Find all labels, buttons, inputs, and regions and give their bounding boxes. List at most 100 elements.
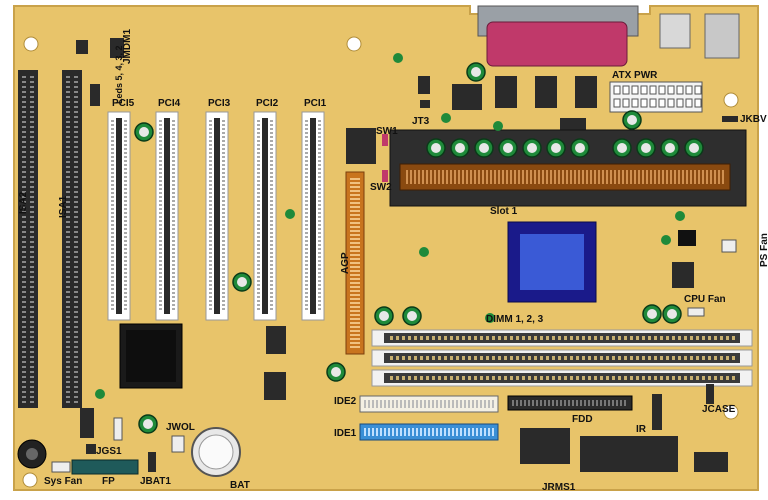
chip (76, 40, 88, 54)
jcase-header[interactable] (706, 384, 714, 404)
pci-pin (111, 264, 114, 266)
isa-pin (22, 346, 26, 348)
jwol-connector[interactable] (171, 435, 185, 453)
pci-pin (111, 224, 114, 226)
ps2-port[interactable] (704, 13, 740, 59)
ps-fan-connector[interactable] (721, 239, 737, 253)
ide-pin (440, 428, 442, 436)
dimm-pin (396, 376, 399, 380)
pci-pin (159, 260, 162, 262)
fdd-pin (584, 400, 586, 406)
dimm-pin (438, 336, 441, 340)
ide-pin (428, 400, 430, 408)
slot1-pin (406, 170, 408, 184)
isa-pin (74, 311, 78, 313)
pci-pin (124, 136, 127, 138)
isa-pin (22, 301, 26, 303)
cpu-fan-connector[interactable] (687, 307, 705, 317)
isa-pin (74, 236, 78, 238)
isa-pin (30, 331, 34, 333)
jt3-header[interactable] (420, 100, 430, 108)
slot1-pin (594, 170, 596, 184)
sys-fan-connector[interactable] (51, 461, 71, 473)
ide-pin (396, 400, 398, 408)
isa-pin (30, 376, 34, 378)
pci-pin (159, 136, 162, 138)
label-ide1: IDE1 (334, 428, 357, 439)
pci-pin (257, 144, 260, 146)
pci-pin (159, 256, 162, 258)
pci-pin (318, 228, 321, 230)
pci-pin (159, 148, 162, 150)
isa-pin (66, 221, 70, 223)
sw1-switch[interactable] (346, 128, 376, 164)
parallel-port[interactable] (486, 21, 628, 67)
pci-pin (257, 216, 260, 218)
isa-pin (22, 331, 26, 333)
pci-pin (222, 240, 225, 242)
pci-pin (270, 164, 273, 166)
sw1-jumper[interactable] (382, 134, 388, 146)
pci-pin (305, 212, 308, 214)
pci-pin (270, 236, 273, 238)
pci-pin (159, 128, 162, 130)
isa-pin (66, 136, 70, 138)
isa-pin (30, 241, 34, 243)
slot1-pin (510, 170, 512, 184)
isa-pin (30, 176, 34, 178)
pci-pin (318, 144, 321, 146)
pci-pin (159, 268, 162, 270)
dimm-pin (588, 336, 591, 340)
pci-pin (305, 300, 308, 302)
agp-pin (350, 210, 360, 212)
dimm-pin (642, 356, 645, 360)
usb-port[interactable] (659, 13, 691, 49)
dimm-pin (576, 376, 579, 380)
isa-pin (22, 171, 26, 173)
slot1-connector[interactable] (399, 163, 731, 191)
agp-pin (350, 278, 360, 280)
ide-pin (384, 428, 386, 436)
isa-pin (74, 376, 78, 378)
label-sw1: SW1 (376, 126, 398, 137)
slot1-pin (674, 170, 676, 184)
ide-pin (492, 400, 494, 408)
pci-pin (270, 224, 273, 226)
isa-pin (66, 156, 70, 158)
isa1-slot[interactable] (62, 70, 82, 408)
slot1-pin (622, 170, 624, 184)
pci-pin (318, 124, 321, 126)
isa-pin (66, 301, 70, 303)
mounting-hole (723, 92, 739, 108)
dimm-pin (462, 356, 465, 360)
pci-pin (159, 208, 162, 210)
pci-pin (270, 168, 273, 170)
isa-pin (30, 156, 34, 158)
isa2-slot[interactable] (18, 70, 38, 408)
pci-pin (124, 232, 127, 234)
jkbv-header[interactable] (722, 116, 738, 122)
fp-header[interactable] (71, 459, 139, 475)
pci-pin (305, 156, 308, 158)
jgs1-header[interactable] (86, 444, 96, 454)
pci-pin (111, 284, 114, 286)
isa-pin (30, 181, 34, 183)
pci-pin (124, 220, 127, 222)
pci-pin (124, 156, 127, 158)
small-capacitor (485, 313, 495, 323)
slot1-pin (710, 170, 712, 184)
jbat1-header[interactable] (148, 452, 156, 472)
pci-pin (209, 220, 212, 222)
pci-pin (305, 204, 308, 206)
isa-pin (74, 266, 78, 268)
pci-pin (270, 192, 273, 194)
ir-header[interactable] (652, 394, 662, 430)
atx-pin (622, 85, 630, 95)
jmdm1-header[interactable] (110, 38, 124, 58)
isa-pin (66, 81, 70, 83)
dimm-pin (552, 336, 555, 340)
pci-pin (222, 280, 225, 282)
pci-pin (111, 236, 114, 238)
pci-pin (172, 276, 175, 278)
sw2-jumper[interactable] (382, 170, 388, 182)
